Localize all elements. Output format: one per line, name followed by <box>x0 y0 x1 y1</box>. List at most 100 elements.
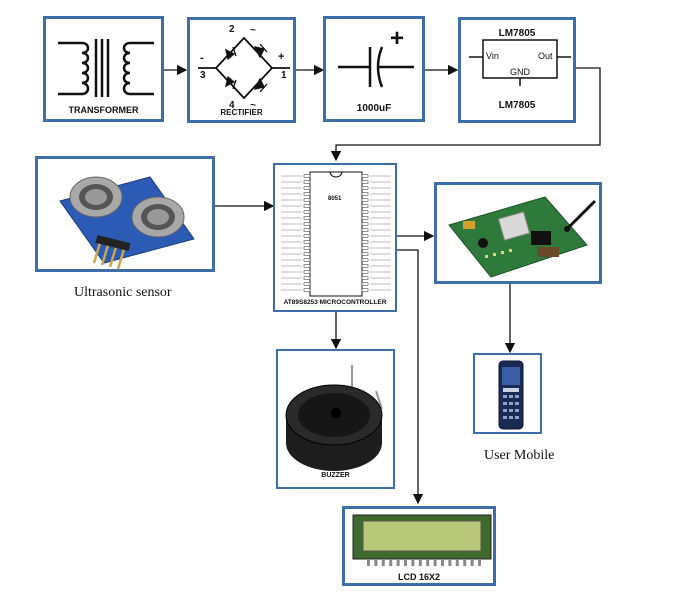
regulator-vin-label: Vin <box>486 51 499 61</box>
regulator-out-label: Out <box>538 51 553 61</box>
lcd-pin <box>411 559 415 566</box>
chip-pin <box>303 270 311 274</box>
mobile-phone-image <box>498 360 524 430</box>
microcontroller-caption: AT89S8253 MICROCONTROLLER <box>283 299 387 306</box>
rectifier-pin-3: 3 <box>200 70 206 81</box>
lcd-pin <box>404 559 407 566</box>
ultrasonic-block <box>35 156 215 272</box>
chip-pin <box>361 234 369 238</box>
rectifier-pin-plus: + <box>278 51 285 63</box>
transformer-block: TRANSFORMER <box>43 16 164 122</box>
microcontroller-block: 8051 AT89S8253 MICROCONTROLLER <box>273 163 397 312</box>
chip-pin <box>361 192 369 196</box>
chip-pin <box>303 282 311 286</box>
lcd-pin <box>463 559 467 566</box>
chip-pin <box>303 174 311 178</box>
chip-pin <box>303 222 311 226</box>
chip-pin <box>303 180 311 184</box>
rectifier-tilde-bottom: ~ <box>250 100 256 111</box>
chip-pin <box>303 186 311 190</box>
capacitor-caption: 1000uF <box>356 103 392 114</box>
lcd-pin <box>455 559 459 566</box>
capacitor-symbol-icon <box>338 46 414 88</box>
lcd-pin <box>441 559 444 566</box>
lcd-pin <box>374 559 378 566</box>
bridge-rectifier-icon <box>198 36 290 100</box>
chip-8051-icon <box>281 171 391 297</box>
chip-pin <box>303 288 311 292</box>
lcd-pin <box>381 559 385 566</box>
chip-pin <box>361 210 369 214</box>
chip-pin <box>361 216 369 220</box>
buzzer-image <box>285 365 383 471</box>
lcd-pin <box>478 559 481 566</box>
capacitor-block: + 1000uF <box>323 16 425 122</box>
chip-pin <box>361 246 369 250</box>
chip-pin <box>303 252 311 256</box>
lcd-pin <box>396 559 400 566</box>
chip-pin <box>361 276 369 280</box>
chip-pin <box>303 192 311 196</box>
rectifier-block: 2 ~ - 3 + 1 4 ~ RECTIFIER <box>187 17 296 123</box>
chip-pin <box>361 240 369 244</box>
chip-pin <box>303 228 311 232</box>
chip-pin <box>303 216 311 220</box>
rectifier-pin-minus: - <box>200 52 204 64</box>
arrow-microcontroller-lcd <box>397 249 424 505</box>
lcd-pin <box>418 559 422 566</box>
rectifier-tilde-top: ~ <box>250 25 256 36</box>
buzzer-caption: BUZZER <box>321 472 350 479</box>
chip-pin <box>303 246 311 250</box>
lcd-pin <box>426 559 430 566</box>
chip-pin <box>303 198 311 202</box>
chip-pin <box>303 264 311 268</box>
chip-pin <box>303 240 311 244</box>
transformer-symbol-icon <box>58 39 154 97</box>
chip-pin <box>361 186 369 190</box>
lcd-caption: LCD 16X2 <box>397 572 441 582</box>
chip-pin <box>361 204 369 208</box>
chip-pin <box>361 282 369 286</box>
capacitor-plus-sign: + <box>390 25 405 52</box>
chip-pin <box>361 252 369 256</box>
user-mobile-label: User Mobile <box>484 448 555 463</box>
rectifier-caption: RECTIFIER <box>220 108 263 117</box>
rectifier-pin-1: 1 <box>281 70 287 81</box>
rectifier-pin-2: 2 <box>229 24 235 35</box>
chip-pin <box>361 174 369 178</box>
chip-pin <box>303 204 311 208</box>
chip-pin <box>361 264 369 268</box>
lcd-block: LCD 16X2 <box>342 506 496 586</box>
lcd-pin <box>389 559 393 566</box>
chip-pin <box>361 228 369 232</box>
rectifier-pin-4: 4 <box>229 100 235 111</box>
chip-pin <box>361 180 369 184</box>
arrow-regulator-microcontroller <box>330 67 601 162</box>
chip-pin <box>303 258 311 262</box>
regulator-caption: LM7805 <box>498 100 536 111</box>
ultrasonic-sensor-image <box>59 176 195 270</box>
gsm-module-image <box>448 196 597 278</box>
mobile-block <box>473 353 542 434</box>
lcd-pin <box>367 559 370 566</box>
chip-pin <box>361 270 369 274</box>
lcd-pin <box>470 559 474 566</box>
buzzer-block: BUZZER <box>276 349 395 489</box>
chip-pin <box>361 258 369 262</box>
gsm-module-block <box>434 182 602 284</box>
ultrasonic-label: Ultrasonic sensor <box>74 285 172 300</box>
regulator-symbol-icon <box>469 39 571 86</box>
chip-label: 8051 <box>328 196 342 202</box>
regulator-block: LM7805 Vin Out GND LM7805 <box>458 17 576 123</box>
chip-pin <box>361 198 369 202</box>
lcd-module-image <box>352 514 492 566</box>
lcd-pin <box>433 559 437 566</box>
regulator-top-label: LM7805 <box>498 28 536 39</box>
lcd-pin <box>448 559 452 566</box>
chip-pin <box>303 276 311 280</box>
chip-pin <box>303 234 311 238</box>
regulator-gnd-label: GND <box>510 67 530 77</box>
chip-pin <box>361 288 369 292</box>
transformer-caption: TRANSFORMER <box>68 105 139 115</box>
